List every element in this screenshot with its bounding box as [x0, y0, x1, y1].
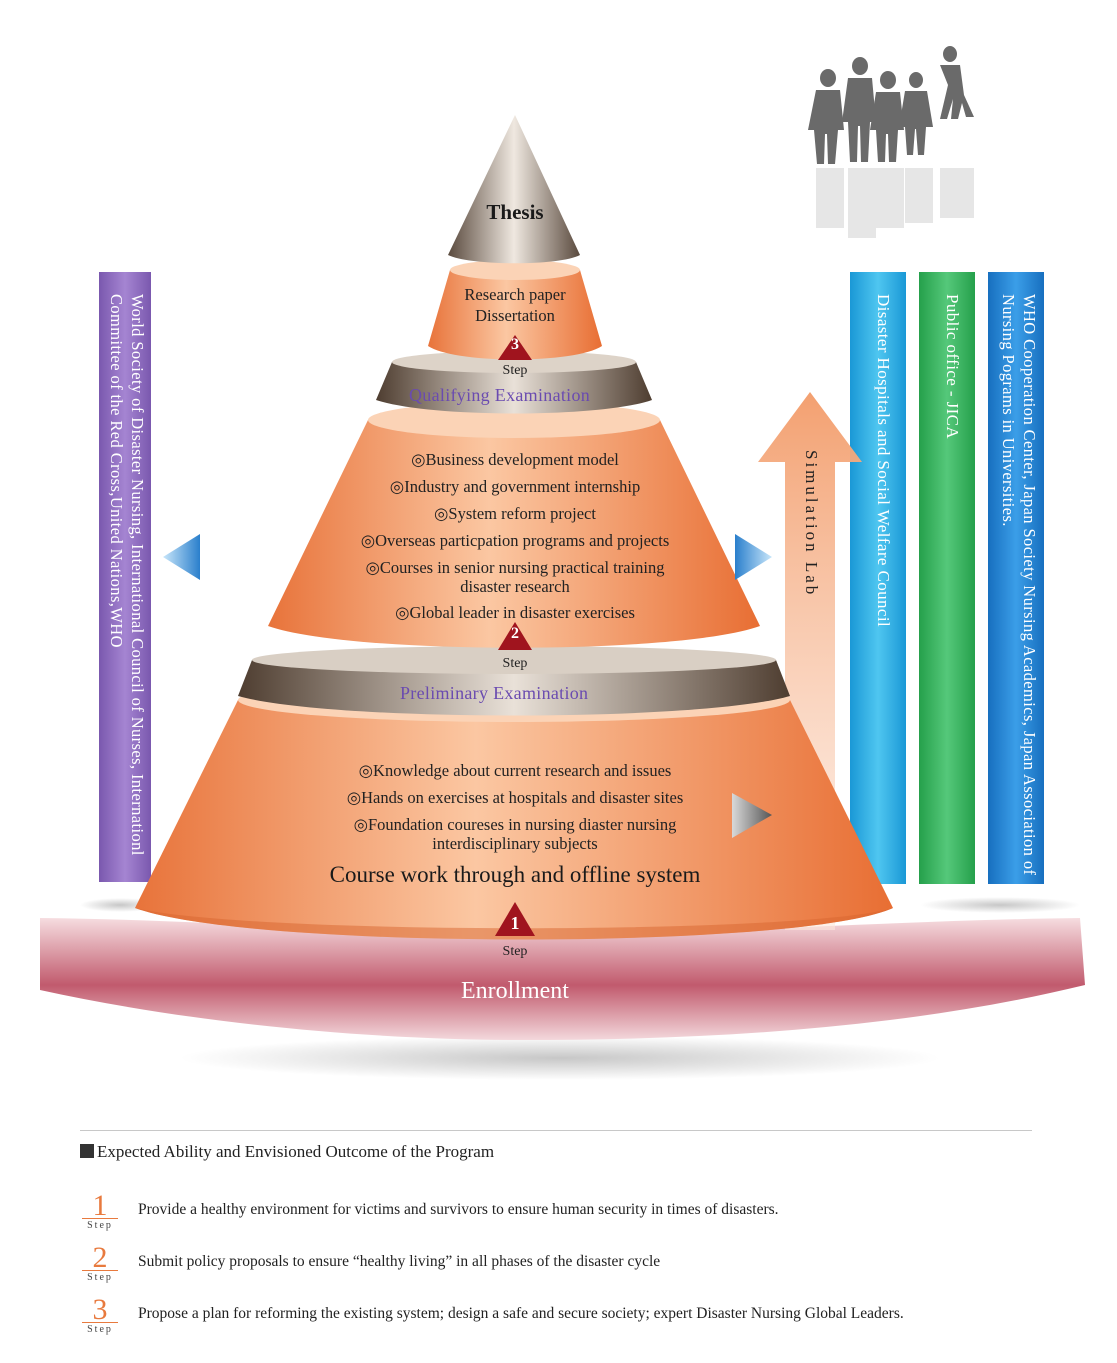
simulation-lab-label: Simulation Lab [802, 450, 821, 598]
pyramid-graphic [40, 46, 1085, 1080]
bottom-item: ◎Knowledge about current research and is… [358, 761, 672, 780]
bottom-items-list: ◎Knowledge about current research and is… [290, 757, 740, 853]
middle-item: ◎System reform project [434, 504, 596, 523]
outcome-text: Provide a healthy environment for victim… [138, 1201, 779, 1218]
middle-item: ◎Business development model [411, 450, 619, 469]
thesis-label: Thesis [486, 200, 544, 224]
public-office-text: Public office - JICA [943, 294, 962, 440]
bottom-item: ◎Foundation coureses in nursing diaster … [353, 815, 677, 834]
step-2-word: Step [502, 656, 528, 671]
outcome-number: 2 [92, 1241, 108, 1274]
enrollment-label: Enrollment [461, 978, 569, 1004]
people-silhouette-icon [808, 46, 974, 164]
middle-item: disaster research [460, 577, 570, 596]
course-work-label: Course work through and offline system [329, 862, 701, 887]
step-1-triangle [495, 902, 535, 936]
outcome-text: Propose a plan for reforming the existin… [138, 1305, 904, 1322]
preliminary-exam-label: Preliminary Examination [400, 683, 589, 703]
outcome-item: 2 Step Submit policy proposals to ensure… [80, 1241, 1080, 1284]
bottom-item: ◎Hands on exercises at hospitals and dis… [346, 788, 684, 807]
left-organizations-bar [99, 272, 151, 882]
step-3-word: Step [502, 363, 528, 378]
step-2-number: 2 [511, 625, 519, 642]
right-arrow-icon [735, 534, 772, 580]
outcome-step-word: Step [87, 1220, 113, 1231]
grey-arrow-icon [732, 793, 772, 838]
middle-item: ◎Industry and government internship [389, 477, 641, 496]
outcome-item: 3 Step Propose a plan for reforming the … [80, 1293, 1080, 1336]
simulation-arrow [758, 392, 862, 930]
program-diagram: Thesis Research paper Dissertation 3 Ste… [40, 46, 1085, 1080]
square-bullet-icon [80, 1144, 94, 1158]
legend-title: Expected Ability and Envisioned Outcome … [80, 1142, 494, 1162]
outcome-item: 1 Step Provide a healthy environment for… [80, 1189, 1080, 1232]
outcome-step-word: Step [87, 1324, 113, 1335]
step-2-triangle [498, 622, 532, 650]
left-organizations-text: World Society of Disaster Nursing, Inter… [107, 294, 147, 856]
middle-items-list: ◎Business development model ◎Industry an… [300, 446, 730, 626]
divider [80, 1130, 1032, 1131]
outcome-step-word: Step [87, 1272, 113, 1283]
research-label: Research paper Dissertation [415, 284, 615, 326]
enrollment-band [40, 918, 1085, 1040]
left-arrow-icon [163, 534, 200, 580]
outcome-text: Submit policy proposals to ensure “healt… [138, 1253, 661, 1270]
disaster-hospitals-text: Disaster Hospitals and Social Welfare Co… [874, 294, 893, 628]
qualifying-exam-label: Qualifying Examination [409, 385, 591, 405]
step-1-number: 1 [510, 913, 520, 933]
legend-title-text: Expected Ability and Envisioned Outcome … [97, 1142, 495, 1161]
step-3-number: 3 [511, 336, 519, 353]
middle-item: ◎Courses in senior nursing practical tra… [365, 558, 665, 577]
outcome-number: 3 [92, 1293, 108, 1326]
who-cooperation-text: WHO Cooperation Center, Japan Society Nu… [999, 294, 1039, 876]
bottom-item: interdisciplinary subjects [432, 834, 598, 853]
step-3-triangle [498, 335, 532, 360]
research-line-2: Dissertation [475, 306, 555, 325]
middle-item: ◎Global leader in disaster exercises [395, 603, 635, 622]
outcome-number: 1 [92, 1189, 108, 1222]
middle-item: ◎Overseas particpation programs and proj… [360, 531, 670, 550]
research-line-1: Research paper [464, 285, 566, 304]
step-1-word: Step [502, 944, 528, 959]
outcomes-legend: Expected Ability and Envisioned Outcome … [0, 1100, 1117, 1363]
